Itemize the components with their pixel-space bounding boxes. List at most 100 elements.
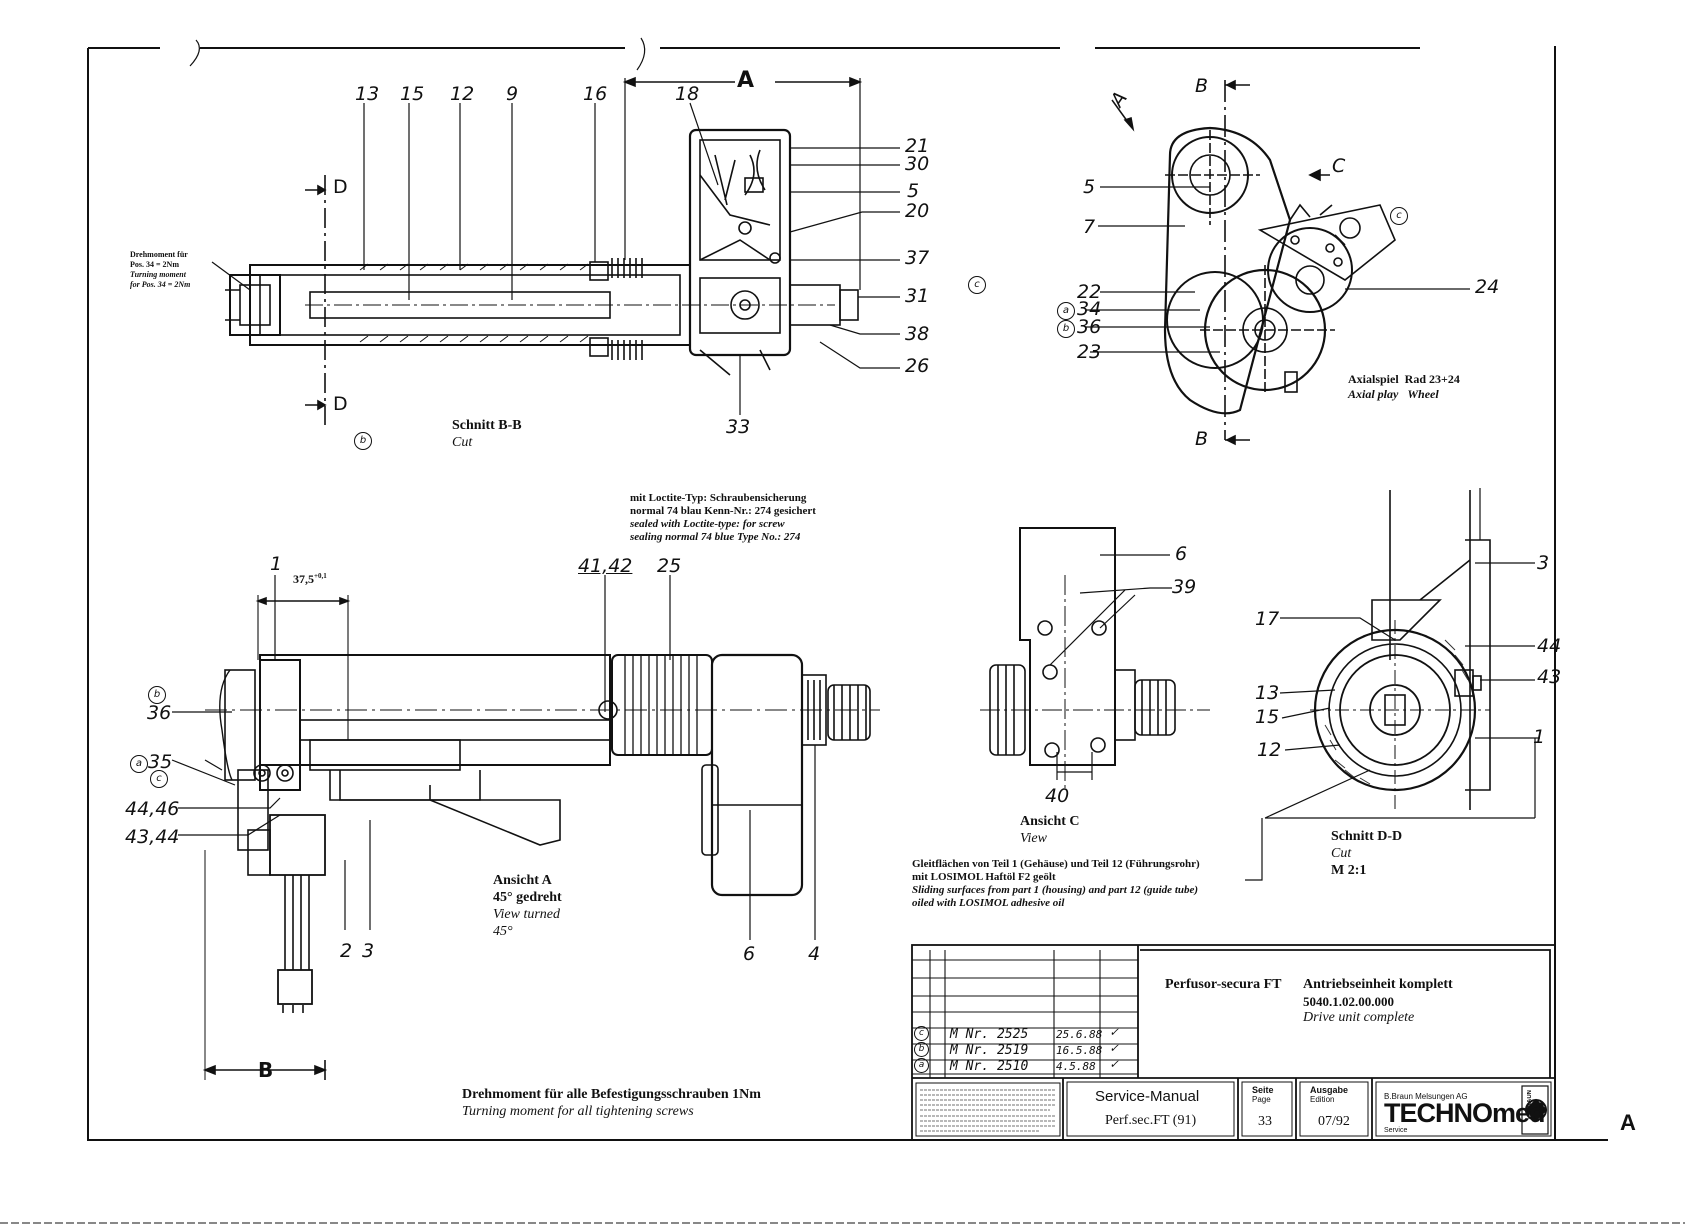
marker-b-section: b — [354, 432, 372, 450]
marker-b-gear: b — [1057, 320, 1075, 338]
part-number: 5040.1.02.00.000 — [1303, 994, 1394, 1009]
view-a-part-label-41-42: 41,42 — [578, 555, 633, 577]
revision-sign-b: ✓ — [1110, 1041, 1118, 1056]
sheet-corner-mark: A — [1620, 1110, 1636, 1135]
sliding-de-1: Gleitflächen von Teil 1 (Gehäuse) und Te… — [912, 858, 1200, 870]
torque-note-line-3: Turning moment — [130, 270, 186, 279]
sliding-en-2: oiled with LOSIMOL adhesive oil — [912, 897, 1065, 909]
gear-part-label-7: 7 — [1083, 216, 1096, 238]
part-label-26: 26 — [905, 355, 930, 377]
manual-reference: Perf.sec.FT (91) — [1105, 1113, 1197, 1128]
dimension-37-5-value: 37,5 — [293, 572, 314, 586]
gear-part-label-22: 22 — [1077, 281, 1102, 303]
marker-a-view-a: a — [130, 755, 148, 773]
loctite-de-2: normal 74 blau Kenn-Nr.: 274 gesichert — [630, 505, 816, 517]
view-c-part-label-6: 6 — [1175, 543, 1188, 565]
part-label-38: 38 — [905, 323, 930, 345]
section-mark-b-bottom: B — [1195, 428, 1209, 450]
caption-view-a-de-2: 45° gedreht — [493, 890, 562, 905]
part-label-37: 37 — [905, 247, 930, 269]
revision-sign-c: ✓ — [1110, 1025, 1118, 1040]
manual-title: Service-Manual — [1095, 1088, 1200, 1105]
edition-value: 07/92 — [1318, 1114, 1350, 1129]
gear-part-label-5: 5 — [1083, 176, 1096, 198]
dd-part-label-12: 12 — [1257, 739, 1282, 761]
revision-date-a: 4.5.88 — [1056, 1060, 1096, 1073]
part-label-15: 15 — [400, 83, 425, 105]
view-mark-c: C — [1332, 155, 1346, 177]
page-label-de: Seite — [1252, 1085, 1274, 1095]
caption-view-c: Ansicht C View — [1020, 813, 1080, 847]
dimension-37-5-tolerance: +0,1 — [314, 572, 327, 580]
section-bb-drawing — [211, 76, 900, 425]
part-label-20: 20 — [905, 200, 930, 222]
wheel-de: Rad 23+24 — [1404, 372, 1460, 386]
view-a-part-label-2: 2 — [340, 940, 353, 962]
revision-sign-a: ✓ — [1110, 1057, 1118, 1072]
revision-mark-c: c — [914, 1026, 929, 1041]
caption-section-bb-de: Schnitt B-B — [452, 418, 522, 433]
gear-part-label-23: 23 — [1077, 341, 1102, 363]
view-a-drawing — [171, 575, 880, 1080]
sliding-en-1: Sliding surfaces from part 1 (housing) a… — [912, 884, 1199, 896]
sliding-surfaces-note: Gleitflächen von Teil 1 (Gehäuse) und Te… — [912, 858, 1200, 910]
torque-all-de: Drehmoment für alle Befestigungsschraube… — [462, 1087, 761, 1102]
view-a-part-label-44-46: 44,46 — [125, 798, 180, 820]
revision-text-a: M Nr. 2510 — [950, 1059, 1029, 1074]
dimension-label-b: B — [258, 1058, 274, 1082]
sliding-note-leader — [1245, 818, 1263, 881]
page-label-en: Page — [1252, 1095, 1271, 1104]
view-a-part-label-25: 25 — [657, 555, 682, 577]
torque-note-line-4: for Pos. 34 = 2Nm — [130, 280, 191, 289]
torque-note-line-2: Pos. 34 = 2Nm — [130, 260, 179, 269]
wheel-en: Wheel — [1407, 387, 1439, 401]
marker-c-gear-right: c — [1390, 207, 1408, 225]
dd-part-label-43: 43 — [1537, 666, 1562, 688]
caption-section-bb: Schnitt B-B Cut — [452, 417, 522, 451]
loctite-en-2: sealing normal 74 blue Type No.: 274 — [630, 531, 801, 543]
view-c-part-label-39: 39 — [1172, 576, 1197, 598]
assembly-name-de: Antriebseinheit komplett — [1303, 977, 1453, 992]
part-label-18: 18 — [675, 83, 700, 105]
dd-part-label-17: 17 — [1255, 608, 1280, 630]
caption-section-dd-de: Schnitt D-D — [1331, 829, 1403, 844]
technomed-logo: TECHNOmed — [1384, 1098, 1546, 1128]
revision-text-c: M Nr. 2525 — [950, 1027, 1029, 1042]
assembly-name-en: Drive unit complete — [1303, 1010, 1415, 1025]
gear-part-label-36: 36 — [1077, 316, 1102, 338]
torque-all-screws-note: Drehmoment für alle Befestigungsschraube… — [462, 1086, 761, 1120]
caption-view-a-en-1: View turned — [493, 907, 561, 922]
edition-label-de: Ausgabe — [1310, 1085, 1349, 1095]
caption-view-c-de: Ansicht C — [1020, 814, 1080, 829]
view-a-part-label-35: 35 — [148, 751, 173, 773]
edition-label-en: Edition — [1310, 1095, 1335, 1104]
caption-section-dd-en: Cut — [1331, 846, 1352, 861]
gear-part-label-34: 34 — [1077, 298, 1102, 320]
loctite-de-1: mit Loctite-Typ: Schraubensicherung — [630, 492, 807, 504]
view-c-part-label-40: 40 — [1045, 785, 1070, 807]
view-c-drawing — [980, 527, 1210, 790]
revision-mark-a: a — [914, 1058, 929, 1073]
page-number: 33 — [1258, 1114, 1272, 1129]
dd-part-label-15: 15 — [1255, 706, 1280, 728]
axial-play-de: Axialspiel — [1348, 372, 1399, 386]
caption-view-c-en: View — [1020, 831, 1047, 846]
view-a-part-label-6: 6 — [743, 943, 756, 965]
braun-brand-vertical: BBRAUN — [1527, 1090, 1533, 1116]
dd-part-label-13: 13 — [1255, 682, 1280, 704]
part-label-21: 21 — [905, 135, 930, 157]
caption-section-dd: Schnitt D-D Cut M 2:1 — [1331, 828, 1402, 879]
revision-text-b: M Nr. 2519 — [950, 1043, 1029, 1058]
marker-b-view-a: b — [148, 686, 166, 704]
view-a-part-label-4: 4 — [808, 943, 821, 965]
gear-part-label-24: 24 — [1475, 276, 1500, 298]
loctite-note: mit Loctite-Typ: Schraubensicherung norm… — [630, 492, 816, 544]
caption-section-bb-en: Cut — [452, 435, 473, 450]
marker-c-gear: c — [968, 276, 986, 294]
caption-view-a: Ansicht A 45° gedreht View turned 45° — [493, 872, 562, 940]
revision-mark-b: b — [914, 1042, 929, 1057]
title-block-fineprint — [920, 1089, 1055, 1132]
torque-all-en: Turning moment for all tightening screws — [462, 1104, 694, 1119]
part-label-13: 13 — [355, 83, 380, 105]
part-label-33: 33 — [726, 416, 751, 438]
